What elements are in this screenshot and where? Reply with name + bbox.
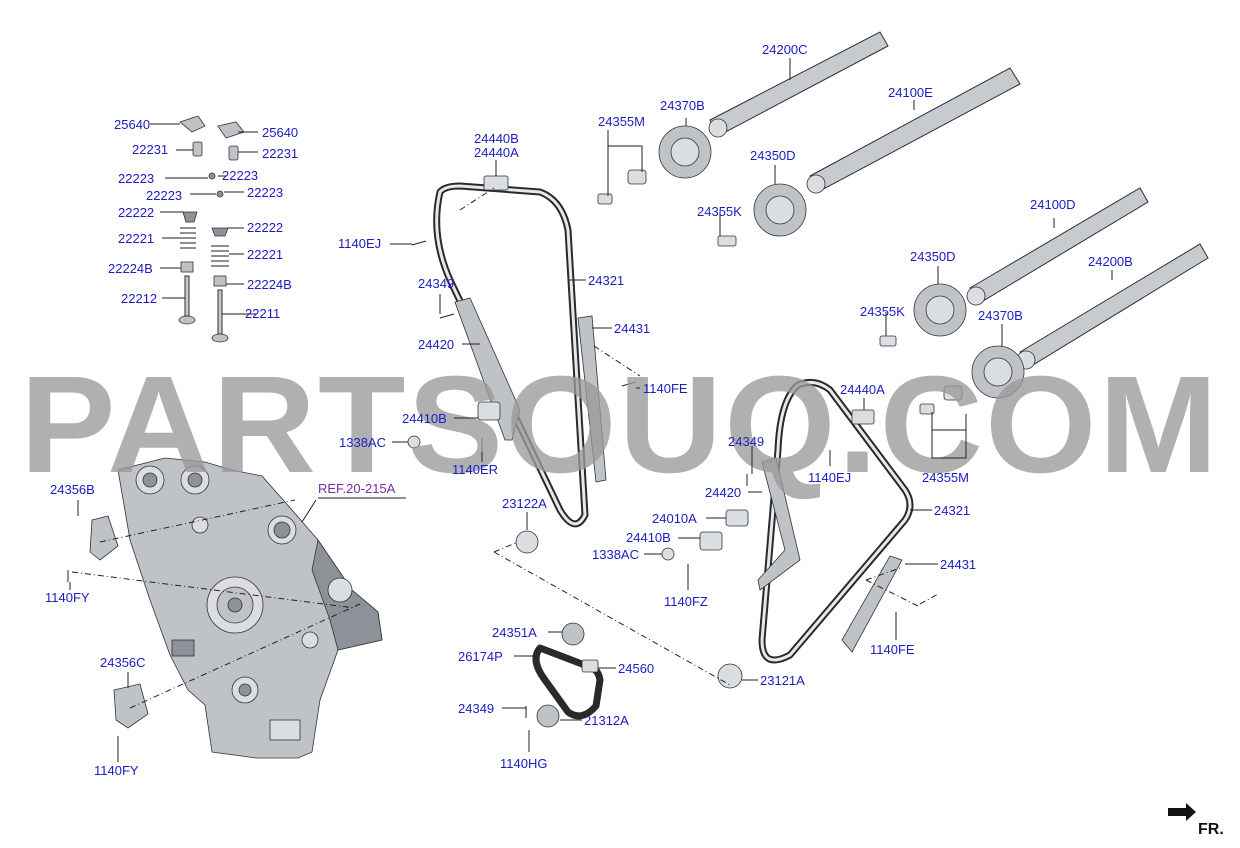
label-1140FE-right[interactable]: 1140FE — [870, 642, 915, 657]
bolts — [67, 240, 897, 748]
part-labels: 25640 25640 22231 22231 22223 22223 2222… — [45, 42, 1133, 778]
label-24200B[interactable]: 24200B — [1088, 254, 1133, 269]
label-1140EJ-right[interactable]: 1140EJ — [808, 470, 851, 485]
label-22223-b[interactable]: 22223 — [222, 168, 258, 183]
label-23121A[interactable]: 23121A — [760, 673, 805, 688]
cam-sprockets — [597, 125, 1025, 415]
label-1140ER[interactable]: 1140ER — [452, 462, 498, 477]
label-21312A[interactable]: 21312A — [584, 713, 629, 728]
label-24431-right[interactable]: 24431 — [940, 557, 976, 572]
label-24349-left[interactable]: 24349 — [418, 276, 454, 291]
label-24440A-right[interactable]: 24440A — [840, 382, 885, 397]
label-22222-left[interactable]: 22222 — [118, 205, 154, 220]
ref-label[interactable]: REF.20-215A — [318, 481, 396, 496]
label-1338AC-left[interactable]: 1338AC — [339, 435, 386, 450]
label-24355K-right[interactable]: 24355K — [860, 304, 905, 319]
label-24355K-top[interactable]: 24355K — [697, 204, 742, 219]
label-22224B-right[interactable]: 22224B — [247, 277, 292, 292]
label-22221-left[interactable]: 22221 — [118, 231, 154, 246]
label-22222-right[interactable]: 22222 — [247, 220, 283, 235]
watermark: PARTSOUQ.COM — [20, 348, 1220, 502]
label-24350D-right[interactable]: 24350D — [910, 249, 956, 264]
label-24200C[interactable]: 24200C — [762, 42, 808, 57]
front-label: FR. — [1198, 821, 1224, 838]
label-1140EJ-left[interactable]: 1140EJ — [338, 236, 381, 251]
label-1140FY-top[interactable]: 1140FY — [45, 590, 90, 605]
front-arrow-icon — [1168, 803, 1196, 821]
label-24355M-top[interactable]: 24355M — [598, 114, 645, 129]
label-25640-right[interactable]: 25640 — [262, 125, 298, 140]
label-25640-left[interactable]: 25640 — [114, 117, 150, 132]
timing-chains — [433, 182, 914, 720]
label-24420-left[interactable]: 24420 — [418, 337, 454, 352]
label-24351A[interactable]: 24351A — [492, 625, 537, 640]
label-1140FE-left[interactable]: 1140FE — [643, 381, 688, 396]
label-24420-right[interactable]: 24420 — [705, 485, 741, 500]
valve-train-parts — [178, 115, 245, 343]
label-22211[interactable]: 22211 — [245, 306, 280, 321]
timing-cover — [117, 457, 383, 759]
label-24356C[interactable]: 24356C — [100, 655, 146, 670]
label-24356B[interactable]: 24356B — [50, 482, 95, 497]
label-24100D[interactable]: 24100D — [1030, 197, 1076, 212]
label-23122A[interactable]: 23122A — [502, 496, 547, 511]
leader-lines — [69, 58, 1113, 762]
label-1140FY-bottom[interactable]: 1140FY — [94, 763, 139, 778]
label-24370B-right[interactable]: 24370B — [978, 308, 1023, 323]
label-24321-left[interactable]: 24321 — [588, 273, 624, 288]
label-22224B-left[interactable]: 22224B — [108, 261, 153, 276]
label-24440B[interactable]: 24440B — [474, 131, 519, 146]
chain-guides — [89, 175, 903, 729]
label-24355M-right[interactable]: 24355M — [922, 470, 969, 485]
label-1140HG[interactable]: 1140HG — [500, 756, 547, 771]
label-24350D-top[interactable]: 24350D — [750, 148, 796, 163]
label-24410B-left[interactable]: 24410B — [402, 411, 447, 426]
label-24431-left[interactable]: 24431 — [614, 321, 650, 336]
label-24349-mid[interactable]: 24349 — [728, 434, 764, 449]
label-1338AC-right[interactable]: 1338AC — [592, 547, 639, 562]
label-24321-right[interactable]: 24321 — [934, 503, 970, 518]
label-24010A[interactable]: 24010A — [652, 511, 697, 526]
label-1140FZ[interactable]: 1140FZ — [664, 594, 708, 609]
label-24410B-right[interactable]: 24410B — [626, 530, 671, 545]
label-22212[interactable]: 22212 — [121, 291, 157, 306]
label-26174P[interactable]: 26174P — [458, 649, 503, 664]
label-24440A-top[interactable]: 24440A — [474, 145, 519, 160]
label-24560[interactable]: 24560 — [618, 661, 654, 676]
label-22221-right[interactable]: 22221 — [247, 247, 283, 262]
label-22223-d[interactable]: 22223 — [247, 185, 283, 200]
label-24100E[interactable]: 24100E — [888, 85, 933, 100]
label-22231-right[interactable]: 22231 — [262, 146, 298, 161]
label-22231-left[interactable]: 22231 — [132, 142, 168, 157]
label-24349-bottom[interactable]: 24349 — [458, 701, 494, 716]
label-22223-c[interactable]: 22223 — [146, 188, 182, 203]
front-direction-indicator: FR. — [1168, 803, 1224, 838]
label-24370B-top[interactable]: 24370B — [660, 98, 705, 113]
label-22223-a[interactable]: 22223 — [118, 171, 154, 186]
